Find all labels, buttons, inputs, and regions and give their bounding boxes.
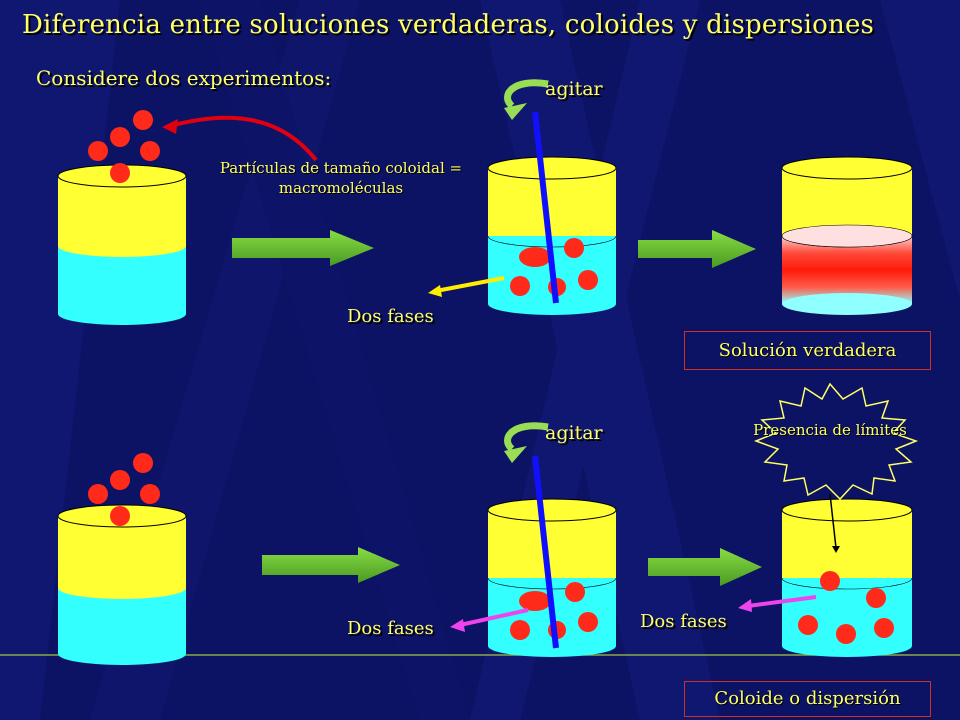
particles-note: Partículas de tamaño coloidal = macromol…	[219, 159, 463, 197]
arrow-1	[232, 230, 374, 266]
colloid-label: Coloide o dispersión	[684, 681, 931, 717]
limits-label: Presencia de límites	[753, 421, 907, 439]
subtitle: Considere dos experimentos:	[36, 66, 332, 90]
page-title: Diferencia entre soluciones verdaderas, …	[22, 10, 875, 40]
stirrer-top	[532, 111, 559, 304]
dos-fases-label-1: Dos fases	[347, 306, 434, 327]
dos-fases-label-2: Dos fases	[347, 618, 434, 639]
beaker-bottom-left	[57, 504, 187, 665]
beaker-bottom-middle	[487, 498, 617, 657]
limits-pointer-head	[832, 546, 840, 553]
particles-colloid	[798, 571, 894, 644]
agitar-label-bottom: agitar	[545, 422, 603, 444]
beaker-colloid	[781, 498, 913, 657]
beaker-true-solution	[781, 156, 913, 315]
true-solution-label: Solución verdadera	[684, 331, 931, 370]
phase-arrow-colloid	[747, 595, 817, 608]
arrow-4	[648, 548, 762, 586]
dos-fases-label-3: Dos fases	[640, 611, 727, 632]
rotation-arrow-bottom	[504, 422, 549, 463]
arrow-3	[262, 547, 400, 583]
phase-arrow-bottom-middle-head	[450, 619, 465, 632]
beaker-top-left	[57, 164, 187, 325]
phase-arrow-top-head	[428, 285, 442, 297]
phase-arrow-top	[435, 276, 505, 293]
agitar-label-top: agitar	[545, 78, 603, 100]
limits-pointer	[829, 493, 837, 549]
rotation-arrow-top	[504, 79, 549, 120]
pointer-arrow-head	[162, 119, 178, 134]
particles-top-left	[88, 110, 160, 183]
phase-arrow-bottom-middle	[459, 608, 529, 627]
pointer-arrow-curved	[169, 115, 318, 162]
limits-burst	[753, 382, 919, 501]
phase-arrow-colloid-head	[738, 599, 752, 612]
particles-bottom-left	[88, 453, 160, 526]
stirrer-bottom	[532, 455, 559, 649]
arrow-2	[638, 230, 756, 268]
